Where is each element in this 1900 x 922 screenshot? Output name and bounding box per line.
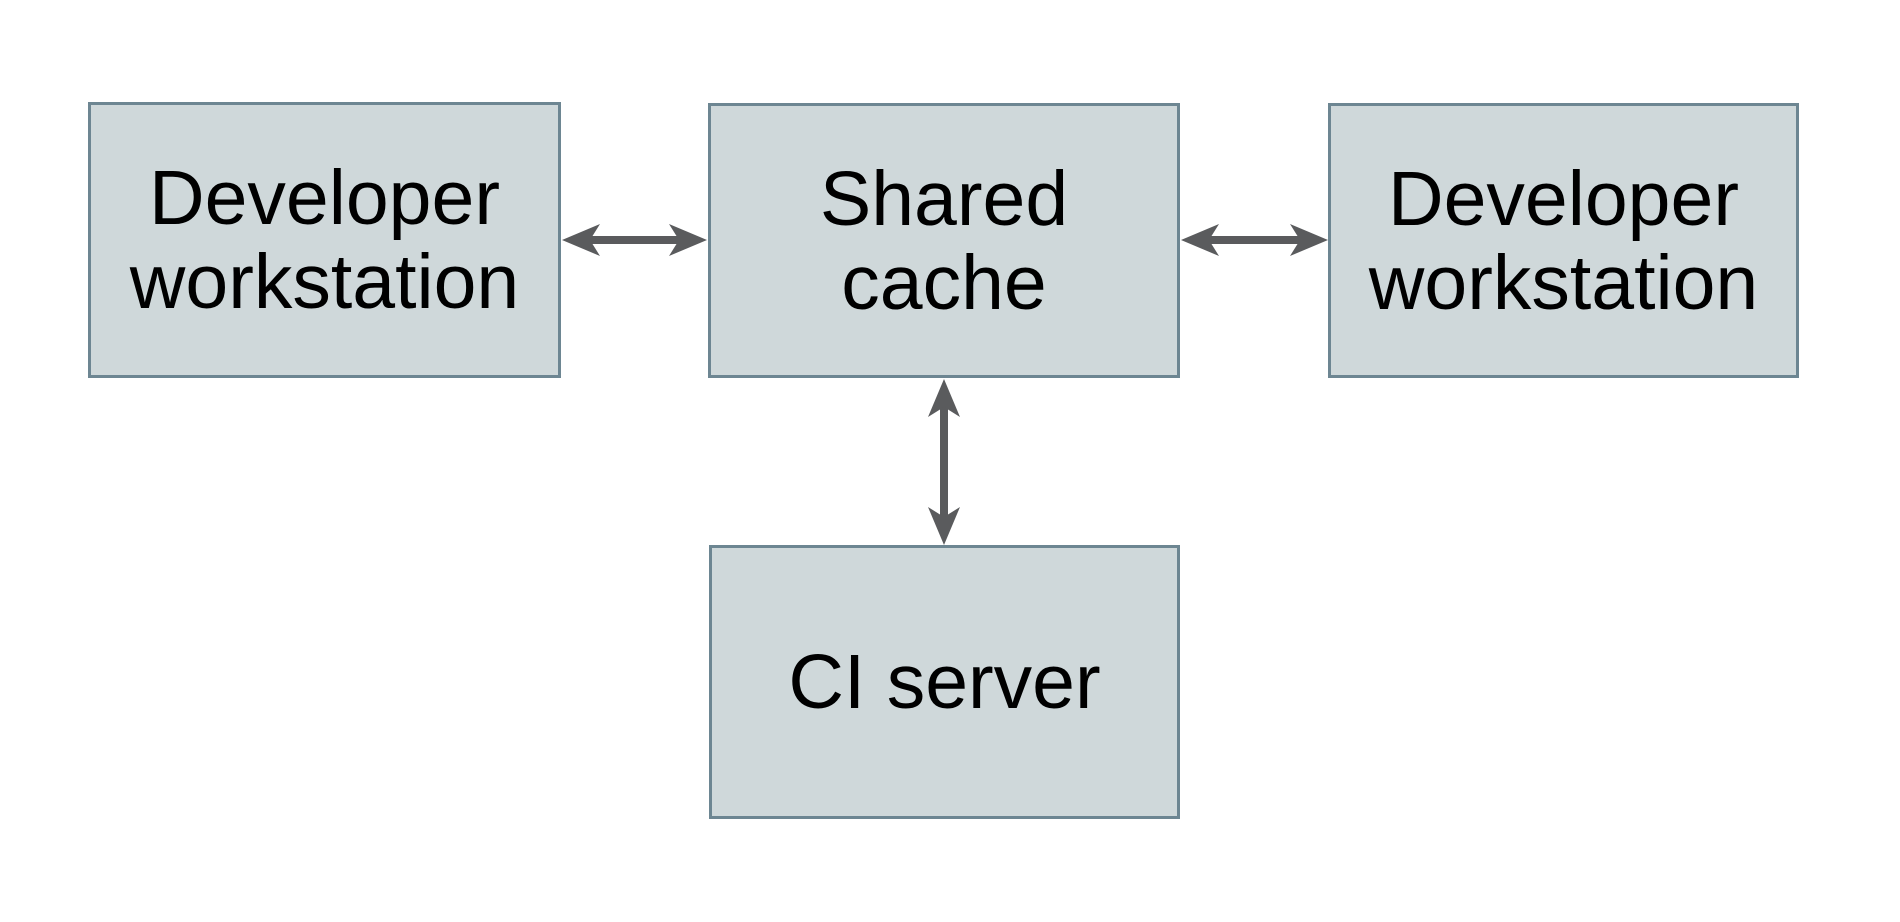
node-developer-workstation-left: Developer workstation (88, 102, 561, 378)
arrow-dev-left-shared-cache (562, 224, 707, 256)
node-label-line: CI server (788, 639, 1101, 725)
node-label-line: Developer (1388, 155, 1739, 242)
node-ci-server: CI server (709, 545, 1180, 819)
node-label-line: Shared (819, 155, 1069, 242)
arrow-shared-cache-ci-server (928, 379, 960, 545)
node-developer-workstation-right: Developer workstation (1328, 103, 1799, 378)
node-label-line: Developer (149, 155, 500, 241)
arrow-shared-cache-dev-right (1181, 224, 1328, 256)
node-label-line: workstation (129, 239, 520, 325)
node-label-line: workstation (1368, 239, 1759, 326)
node-label-line: cache (841, 239, 1047, 326)
node-shared-cache: Shared cache (708, 103, 1180, 378)
